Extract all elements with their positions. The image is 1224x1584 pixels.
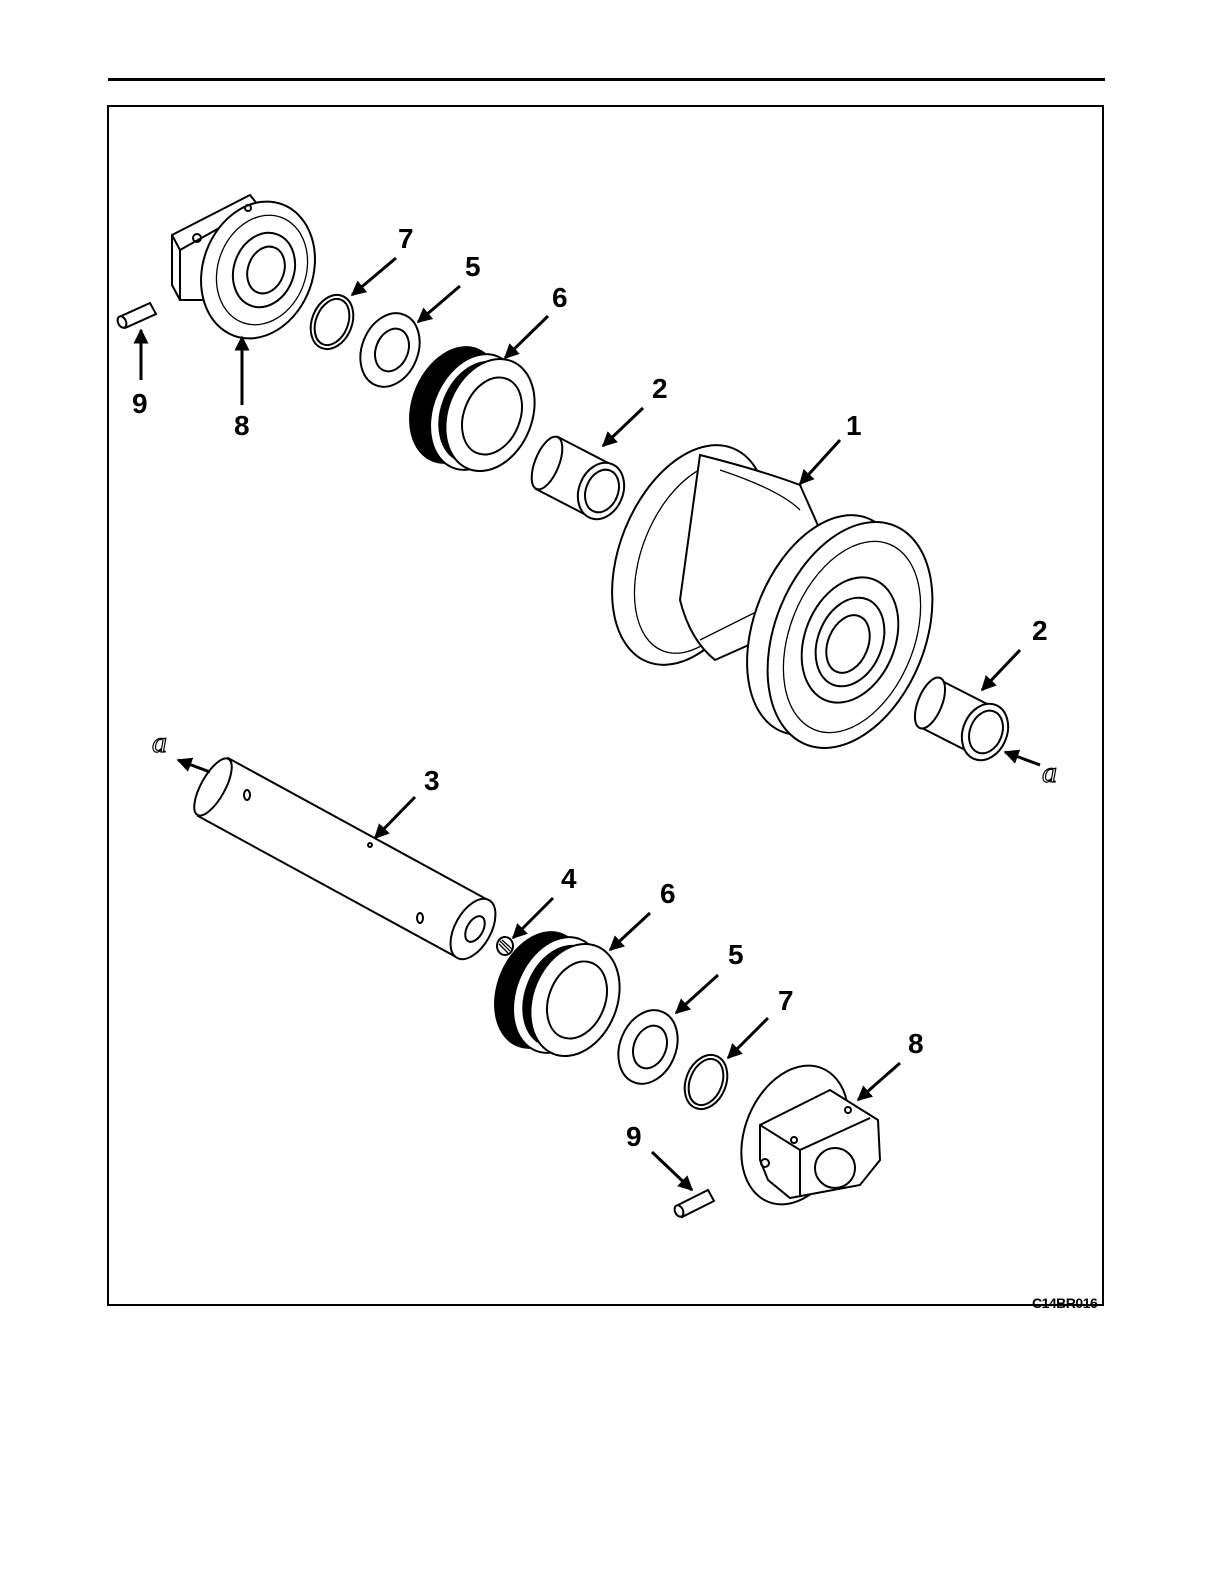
callout-8-lower: 8 xyxy=(908,1028,924,1059)
reference-a-left: a xyxy=(152,726,167,759)
bushing-upper xyxy=(525,433,632,527)
callout-2-lower: 2 xyxy=(1032,615,1048,646)
washer-lower xyxy=(608,1001,688,1092)
washer-upper xyxy=(350,304,430,395)
reference-a-right: a xyxy=(1042,756,1057,789)
callout-6-upper: 6 xyxy=(552,282,568,313)
callout-1: 1 xyxy=(846,410,862,441)
callout-9-lower: 9 xyxy=(626,1121,642,1152)
callout-2-upper: 2 xyxy=(652,373,668,404)
leader-lines xyxy=(141,258,1040,1190)
callout-9-upper: 9 xyxy=(132,388,148,419)
o-ring-upper xyxy=(303,289,361,356)
roller xyxy=(582,422,964,772)
callout-3: 3 xyxy=(424,765,440,796)
callout-6-lower: 6 xyxy=(660,878,676,909)
shaft xyxy=(187,753,505,966)
collar-lower xyxy=(722,1050,880,1221)
figure-code: C14BR016 xyxy=(1032,1295,1097,1311)
pin-upper xyxy=(116,303,156,329)
callout-5-upper: 5 xyxy=(465,251,481,282)
pin-lower xyxy=(673,1190,714,1218)
o-ring-lower xyxy=(677,1049,735,1116)
callout-4: 4 xyxy=(561,863,577,894)
plug xyxy=(497,937,513,955)
callout-5-lower: 5 xyxy=(728,939,744,970)
callout-8-upper: 8 xyxy=(234,410,250,441)
callout-7-lower: 7 xyxy=(778,985,794,1016)
bushing-lower xyxy=(909,673,1017,767)
collar-upper xyxy=(172,185,334,354)
callout-7-upper: 7 xyxy=(398,223,414,254)
